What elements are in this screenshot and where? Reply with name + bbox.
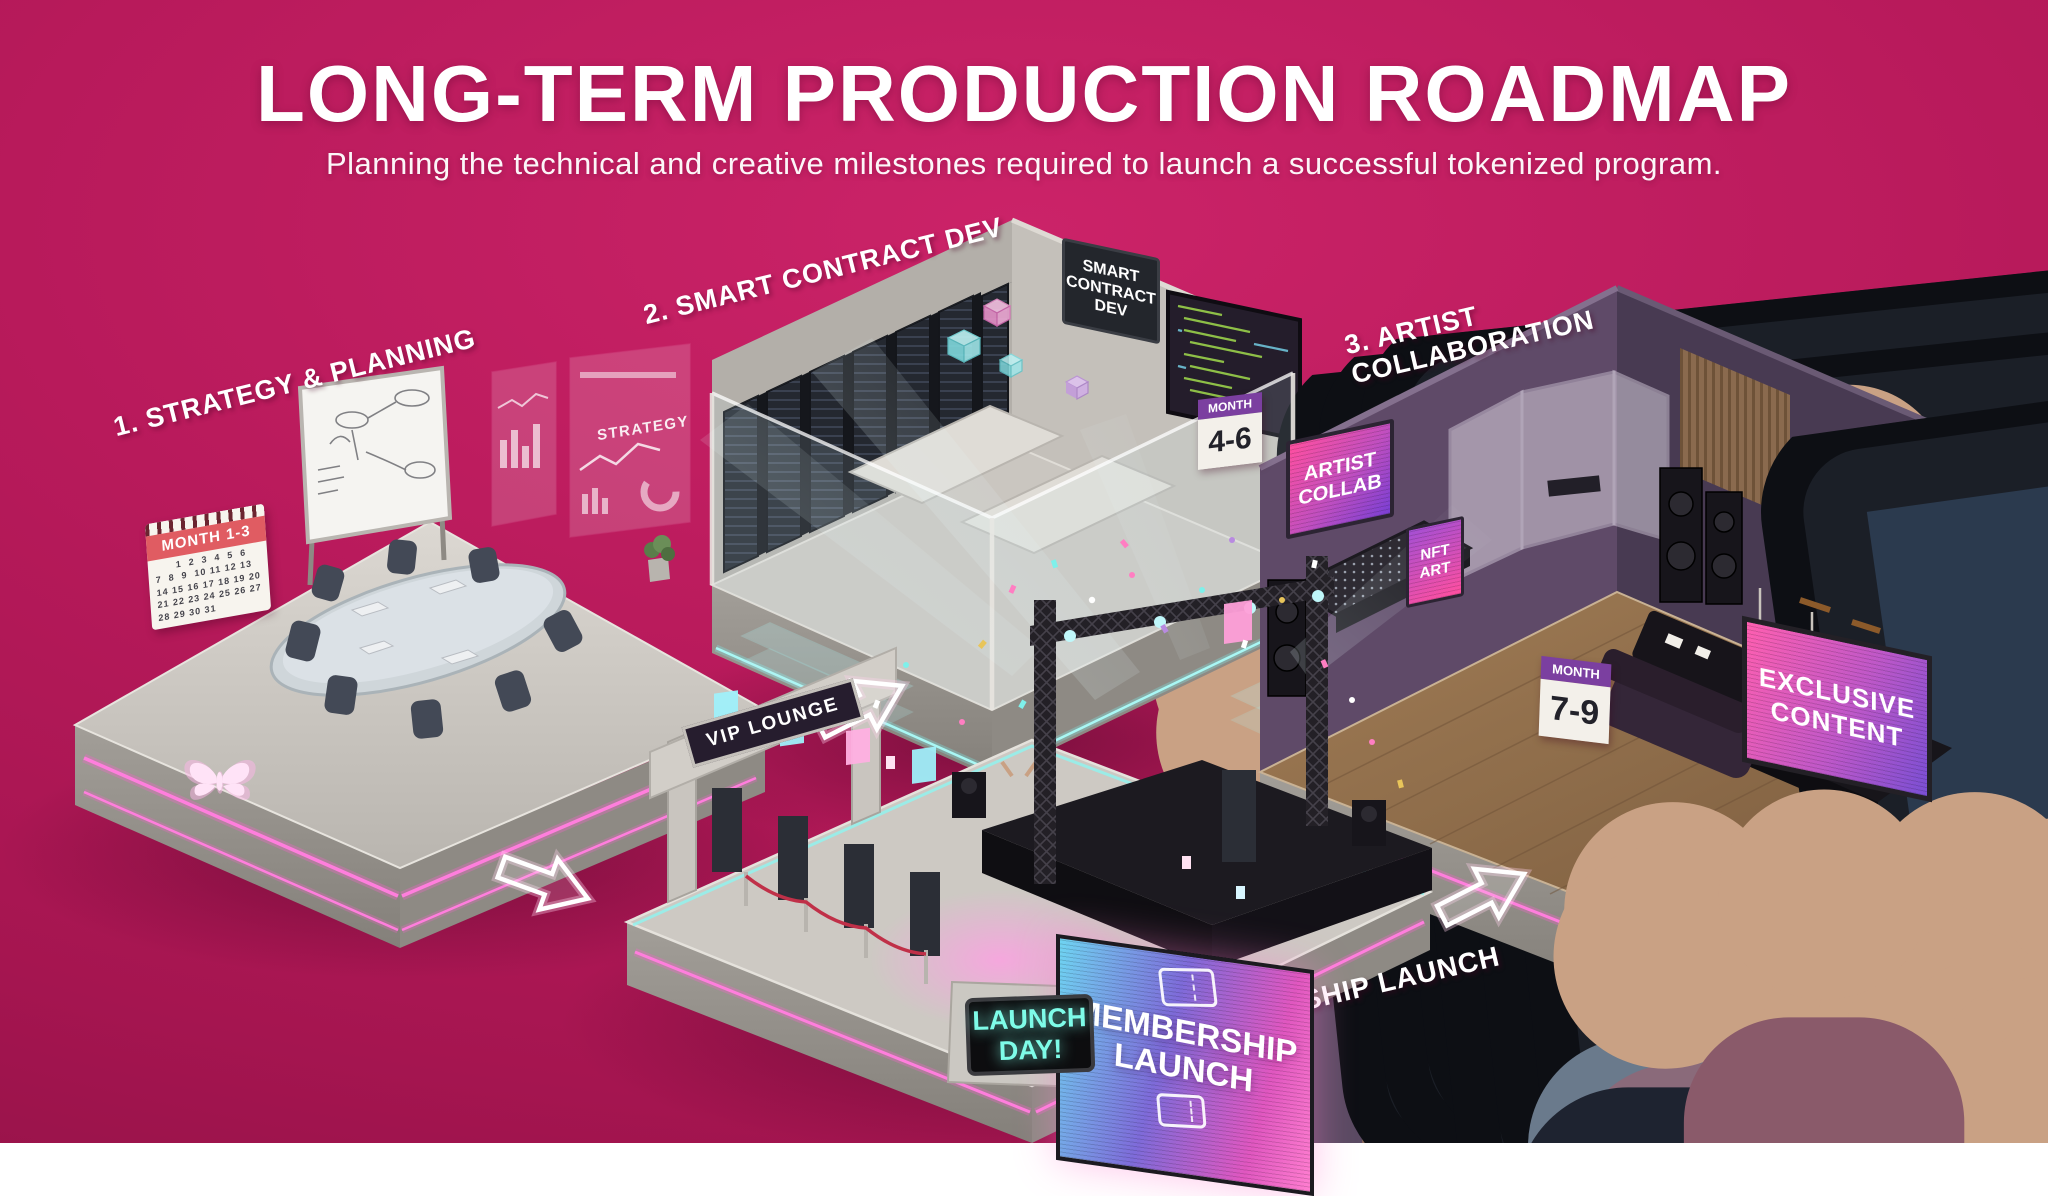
month-sign-value: 4-6 [1198, 412, 1262, 470]
hologram-panels [491, 343, 691, 538]
phone-screen [1182, 856, 1191, 869]
membership-launch-text: MEMBERSHIP LAUNCH [1072, 991, 1299, 1100]
launch-day-sign: LAUNCH DAY! [964, 993, 1096, 1077]
month-sign-value: 7-9 [1538, 678, 1611, 745]
queue-ropes [744, 872, 928, 984]
nft-art-text: NFT ART [1419, 540, 1451, 583]
nft-art-screen: NFT ART [1406, 515, 1464, 609]
screen-truss [1030, 556, 1334, 884]
phone-screen [1236, 886, 1245, 899]
meeting-table [269, 539, 583, 739]
ticket-icon [1156, 1092, 1207, 1129]
platform-4-launch [623, 556, 2048, 1143]
page-subtitle: Planning the technical and creative mile… [325, 146, 1723, 181]
page-title: LONG-TERM PRODUCTION ROADMAP [256, 49, 1792, 138]
exclusive-content-text: EXCLUSIVE CONTENT [1758, 661, 1916, 754]
roadmap-scene: LONG-TERM PRODUCTION ROADMAP Planning th… [0, 0, 2048, 1143]
phone-screen [886, 756, 895, 769]
lounge-sofa [1599, 610, 1764, 779]
whiteboard [297, 365, 453, 586]
month-4-6-sign: MONTH 4-6 [1198, 392, 1262, 470]
ticket-icon [1157, 967, 1218, 1008]
confetti [872, 537, 1404, 789]
artist-collab-text: ARTIST COLLAB [1298, 448, 1382, 510]
calendar-month-1-3: MONTH 1-3 1 2 3 4 5 6 7 8 9 10 11 12 13 … [144, 503, 272, 630]
plant [644, 535, 675, 582]
blockchain-cubes [946, 298, 1090, 401]
month-7-9-sign: MONTH 7-9 [1538, 655, 1612, 745]
crowd [886, 756, 2048, 1143]
studio-speakers [1267, 467, 1743, 697]
side-kiosk [1222, 600, 1256, 862]
acoustic-panel [1680, 348, 1790, 517]
